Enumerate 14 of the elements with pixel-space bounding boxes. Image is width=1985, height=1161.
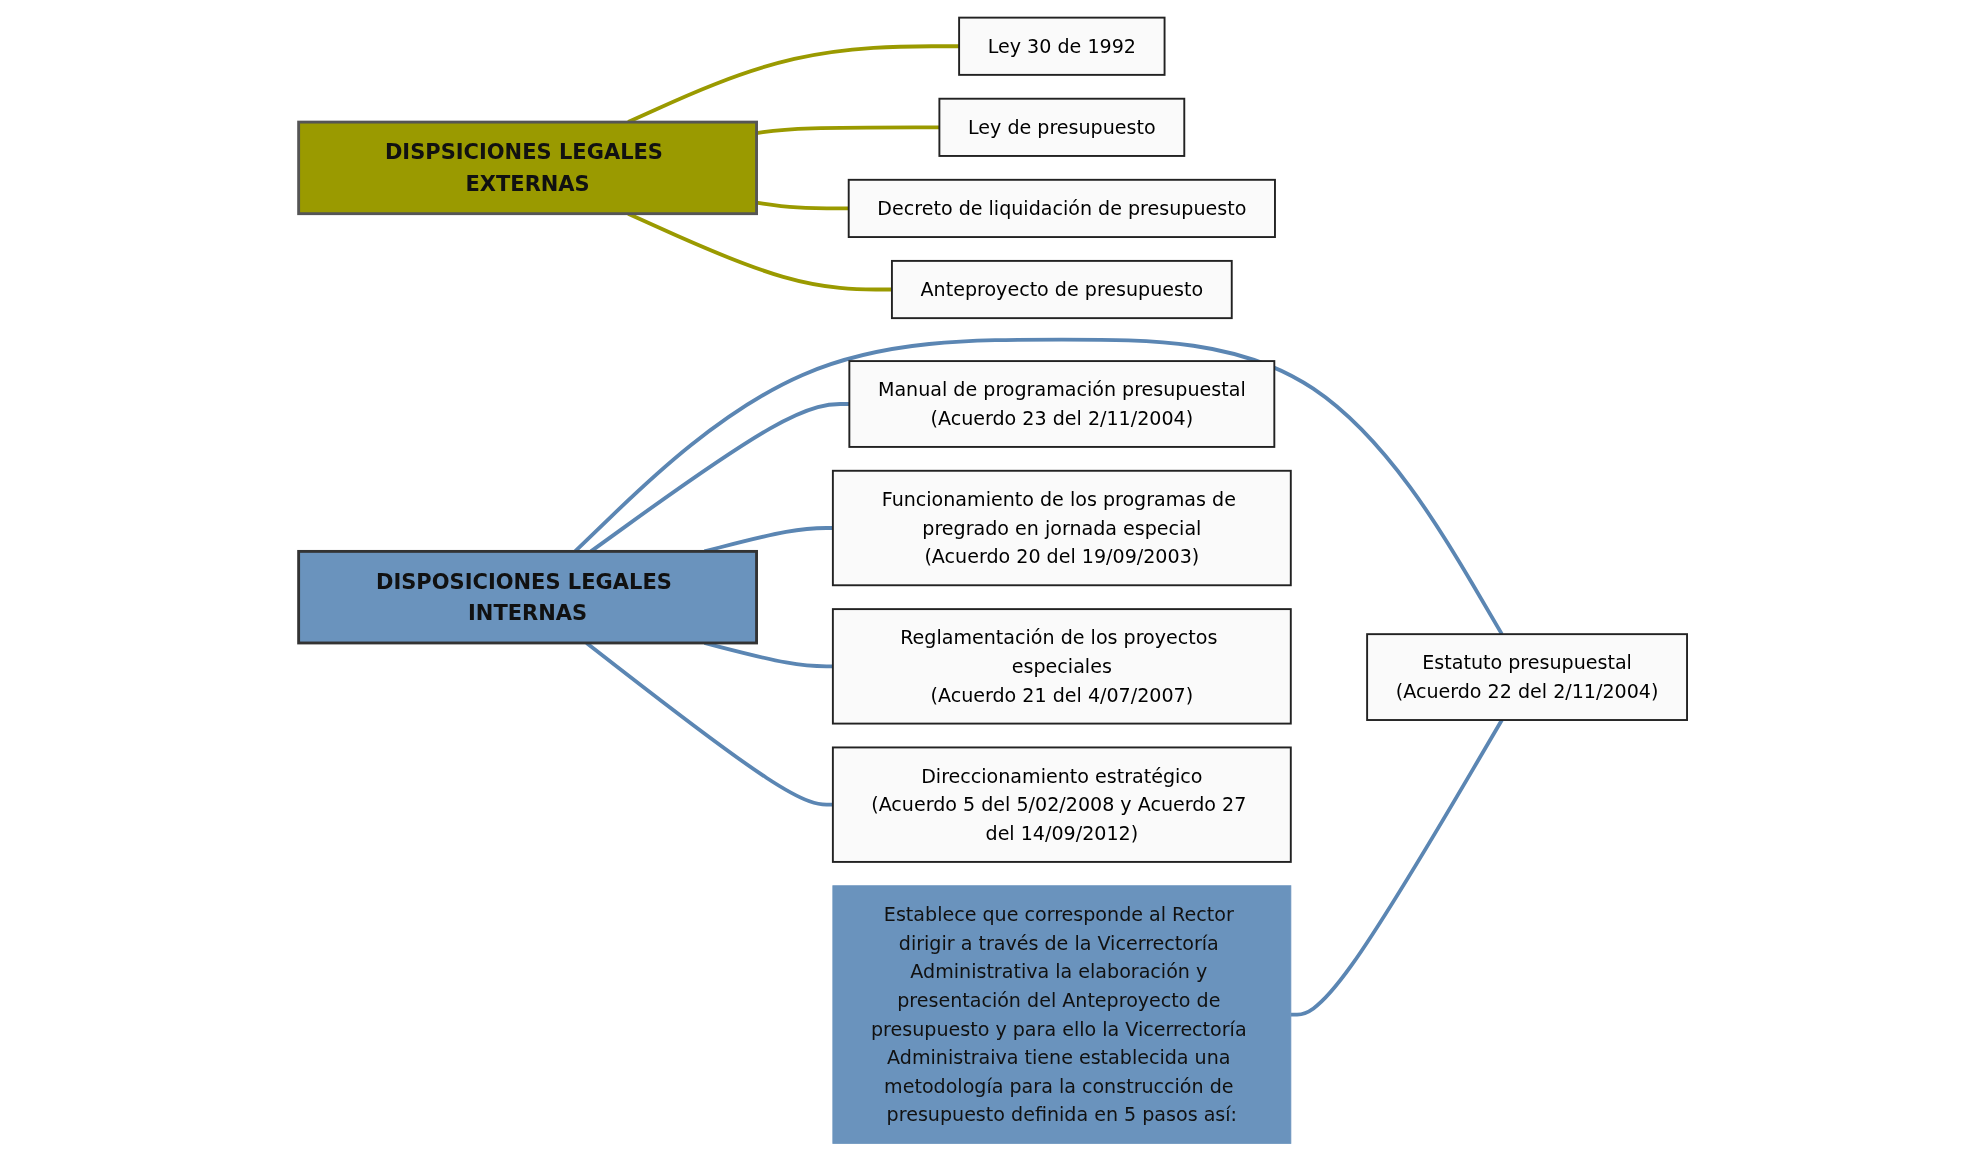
node-box: Direccionamiento estratégico (Acuerdo 5 del 5/02/2008 y Acuerdo 27 del 14/09/2012): [831, 746, 1292, 863]
node-box: DISPOSICIONES LEGALES INTERNAS: [296, 549, 758, 645]
node-box: Ley 30 de 1992: [957, 16, 1166, 76]
node-box: Ley de presupuesto: [938, 97, 1185, 157]
node-box: Funcionamiento de los programas de pregrado en jornada especial (Acuerdo 20 del 19/09/2003): [831, 469, 1292, 587]
connector: [1290, 719, 1504, 1017]
connector: [573, 337, 1504, 636]
node-box: Manual de programación presupuestal (Acuerdo 23 del 2/11/2004): [848, 360, 1275, 448]
node-box: Anteproyecto de presupuesto: [890, 259, 1233, 320]
node-box: DISPSICIONES LEGALES EXTERNAS: [296, 120, 758, 216]
node-box: Decreto de liquidación de presupuesto: [847, 178, 1276, 238]
node-box: Establece que corresponde al Rector dirigir a través de la Vicerrectoría Administrativa la elaboración y presentación del Anteproyecto de presupuesto y para ello la Vicerrectoría Administraiva tiene establecida una metodología para la construcción de presupuesto definida en 5 pasos así:: [832, 885, 1291, 1144]
node-box: Reglamentación de los proyectos especiales (Acuerdo 21 del 4/07/2007): [831, 608, 1292, 725]
node-box: Estatuto presupuestal (Acuerdo 22 del 2/11/2004): [1365, 633, 1688, 721]
